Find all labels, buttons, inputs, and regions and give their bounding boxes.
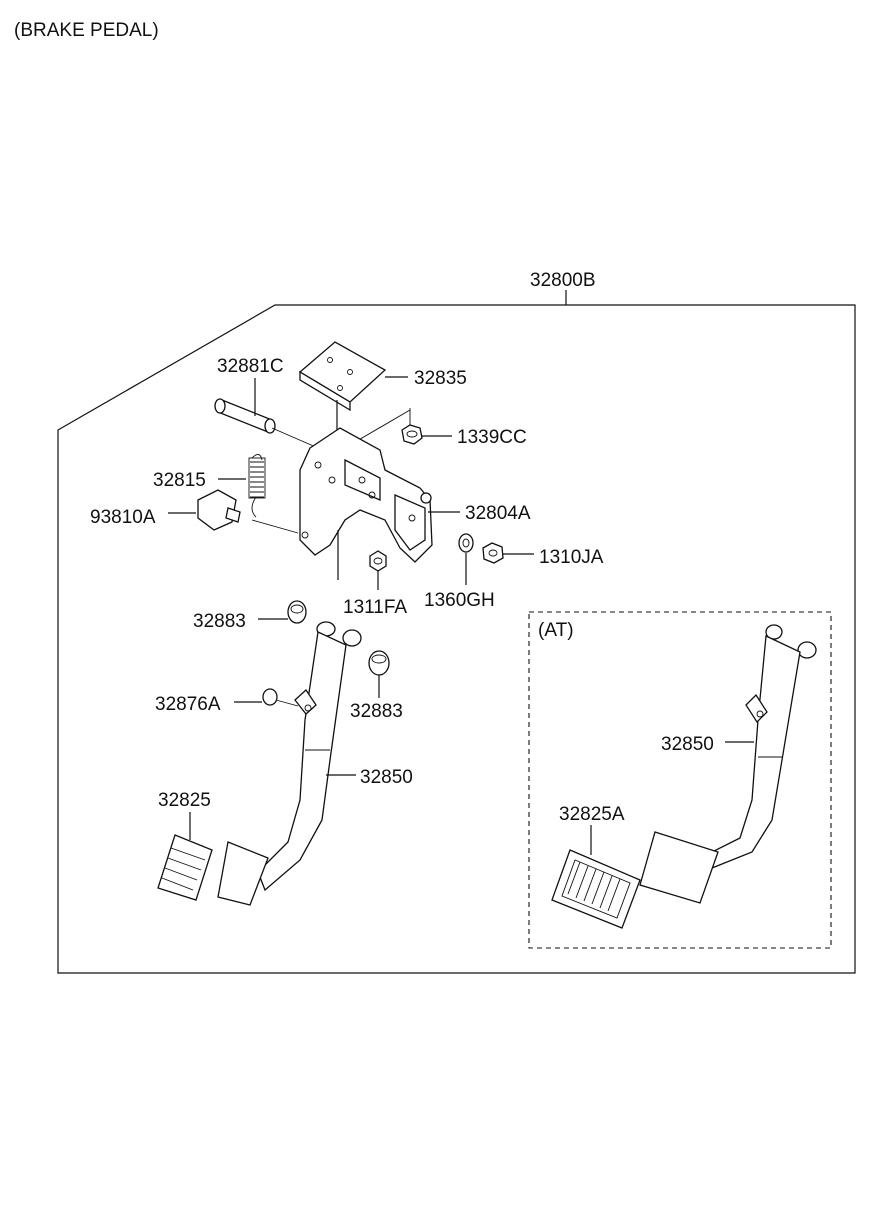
label-32883-right: 32883 xyxy=(350,701,403,722)
label-32804A: 32804A xyxy=(465,503,531,524)
label-32876A: 32876A xyxy=(155,694,221,715)
assembly-frame xyxy=(57,304,856,974)
label-1310JA: 1310JA xyxy=(539,547,604,568)
assembly-label: 32800B xyxy=(530,270,596,291)
label-1360GH: 1360GH xyxy=(424,590,495,611)
part-1311FA-nut xyxy=(369,550,387,572)
part-32883-bushing-right xyxy=(368,650,390,676)
part-32815-spring xyxy=(248,454,266,518)
label-32881C: 32881C xyxy=(217,356,284,377)
part-32850-pedal-arm xyxy=(217,621,362,906)
at-label: (AT) xyxy=(538,620,574,641)
part-32883-bushing-left xyxy=(287,600,307,624)
label-32850-at: 32850 xyxy=(661,734,714,755)
label-32850: 32850 xyxy=(360,767,413,788)
part-32876A-stopper xyxy=(262,688,278,706)
at-variant-box xyxy=(528,611,832,949)
label-32883-left: 32883 xyxy=(193,611,246,632)
label-1339CC: 1339CC xyxy=(457,427,527,448)
label-32835: 32835 xyxy=(414,368,467,389)
label-93810A: 93810A xyxy=(90,507,156,528)
part-32835-plate xyxy=(298,341,387,412)
label-32825A: 32825A xyxy=(559,804,625,825)
part-1360GH-washer xyxy=(458,533,474,553)
part-32825A-pad xyxy=(551,849,641,929)
page-title: (BRAKE PEDAL) xyxy=(14,20,159,41)
label-32825: 32825 xyxy=(158,790,211,811)
part-32850-at-pedal-arm xyxy=(639,624,817,904)
label-1311FA: 1311FA xyxy=(343,597,407,618)
label-32815: 32815 xyxy=(153,470,206,491)
part-32881C-pin xyxy=(214,398,276,434)
part-1310JA-nut xyxy=(482,542,504,564)
part-1339CC-nut xyxy=(401,424,423,445)
part-93810A-switch xyxy=(197,489,241,531)
part-32804A-bracket xyxy=(299,427,433,563)
part-32825-pad xyxy=(157,834,213,901)
